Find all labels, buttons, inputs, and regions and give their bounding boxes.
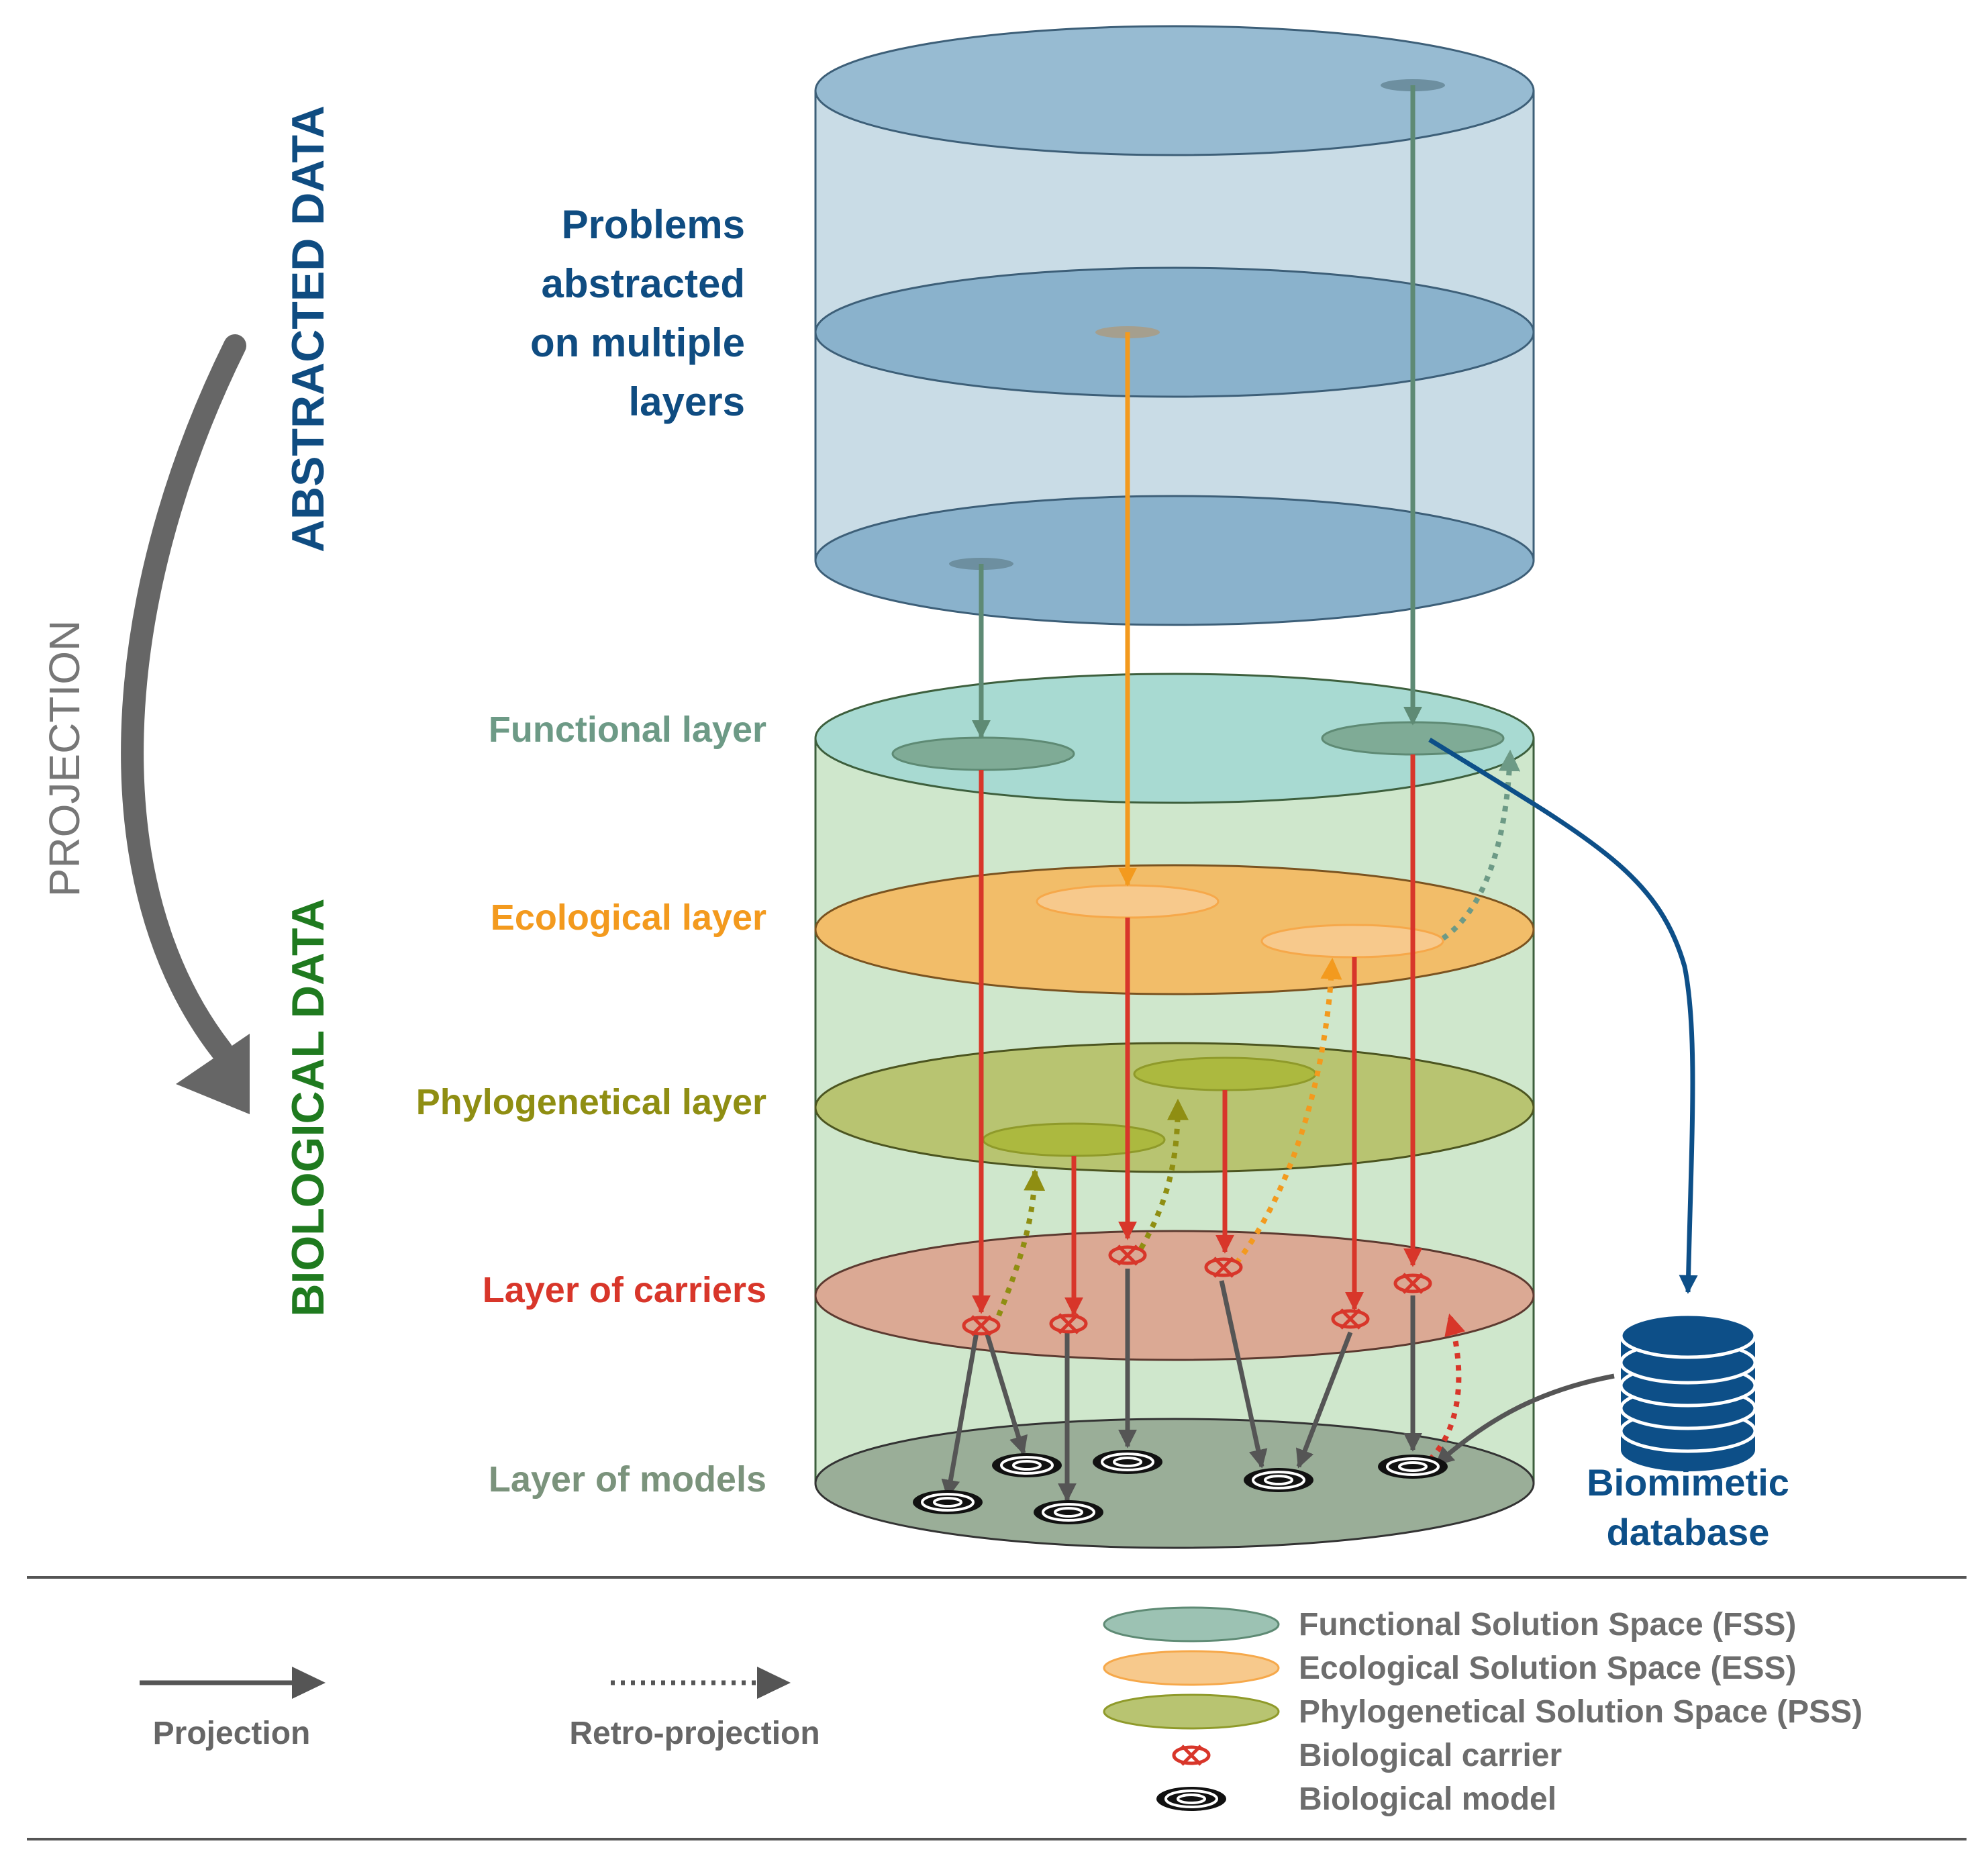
carrier-icon xyxy=(962,1315,1001,1336)
model-icons xyxy=(913,1450,1448,1524)
legend-projection: Projection xyxy=(140,1667,326,1751)
model-icon xyxy=(1244,1468,1313,1492)
database-label-line1: Biomimetic xyxy=(1587,1461,1789,1504)
legend-retro-projection: Retro-projection xyxy=(569,1667,820,1751)
legend-fss-label: Functional Solution Space (FSS) xyxy=(1299,1607,1796,1642)
projection-vertical-label: PROJECTION xyxy=(40,620,89,897)
model-projection-arrows xyxy=(941,1269,1422,1502)
retro-arrow-olive-1 xyxy=(996,1169,1046,1317)
problems-line-1: Problems xyxy=(562,202,745,247)
model-icon xyxy=(1093,1450,1162,1474)
model-icon xyxy=(1378,1455,1448,1479)
legend-model-label: Biological model xyxy=(1299,1781,1556,1817)
legend-retro-projection-label: Retro-projection xyxy=(569,1716,819,1751)
carrier-icon xyxy=(1331,1308,1370,1330)
model-icon xyxy=(1034,1500,1103,1524)
carriers-layer-label: Layer of carriers xyxy=(483,1270,766,1310)
layer-ecological-disc xyxy=(814,864,1535,995)
legend-carrier-icon xyxy=(1172,1745,1211,1766)
ess-ellipse-right xyxy=(1260,924,1444,959)
model-icon xyxy=(992,1453,1062,1477)
ecological-layer-label: Ecological layer xyxy=(491,897,766,938)
problems-text: Problems abstracted on multiple layers xyxy=(530,202,745,424)
problems-line-2: abstracted xyxy=(542,261,745,306)
retro-arrow-olive-2 xyxy=(1138,1098,1189,1250)
fss-ellipse-left xyxy=(891,736,1075,771)
pss-ellipse-upper xyxy=(1133,1057,1317,1091)
carrier-projection-arrows xyxy=(972,754,1422,1316)
projection-curve-arrow xyxy=(121,334,246,1062)
models-layer-label: Layer of models xyxy=(489,1459,766,1500)
legend-fss-swatch xyxy=(1103,1606,1280,1642)
layer-carriers-disc xyxy=(814,1230,1535,1361)
legend-pss-label: Phylogenetical Solution Space (PSS) xyxy=(1299,1694,1862,1730)
carrier-icon xyxy=(1108,1244,1147,1266)
carrier-icon xyxy=(1204,1257,1243,1278)
model-icon xyxy=(913,1490,983,1514)
ess-ellipse-left xyxy=(1036,884,1220,919)
database-to-model-arrow xyxy=(1434,1373,1615,1467)
carrier-icon xyxy=(1049,1313,1088,1334)
layer-models-disc xyxy=(814,1418,1535,1549)
legend-model-icon xyxy=(1156,1787,1226,1811)
legend-pss-swatch xyxy=(1103,1693,1280,1730)
carrier-icon xyxy=(1393,1273,1432,1294)
fss-ellipse-right xyxy=(1321,721,1505,756)
legend-ess-label: Ecological Solution Space (ESS) xyxy=(1299,1651,1796,1686)
legend-carrier-label: Biological carrier xyxy=(1299,1738,1562,1773)
carrier-icons xyxy=(962,1244,1432,1336)
projection-curve-arrowhead xyxy=(176,1034,250,1114)
database-label-line2: database xyxy=(1607,1511,1770,1553)
functional-to-database-arrow xyxy=(1428,738,1698,1294)
biological-data-label: BIOLOGICAL DATA xyxy=(283,898,334,1316)
problems-line-4: layers xyxy=(629,379,746,424)
biological-cylinder xyxy=(814,673,1535,1549)
functional-layer-label: Functional layer xyxy=(489,709,766,750)
problems-line-3: on multiple xyxy=(530,320,745,365)
pss-ellipse-lower xyxy=(982,1122,1166,1157)
legend-projection-label: Projection xyxy=(153,1716,311,1751)
retro-arrow-orange xyxy=(1234,957,1342,1265)
phylogenetical-layer-label: Phylogenetical layer xyxy=(416,1082,766,1122)
database-icon xyxy=(1619,1312,1757,1471)
abstracted-data-label: ABSTRACTED DATA xyxy=(283,105,334,552)
abstracted-cylinder xyxy=(814,25,1535,626)
legend-ess-swatch xyxy=(1103,1650,1280,1686)
